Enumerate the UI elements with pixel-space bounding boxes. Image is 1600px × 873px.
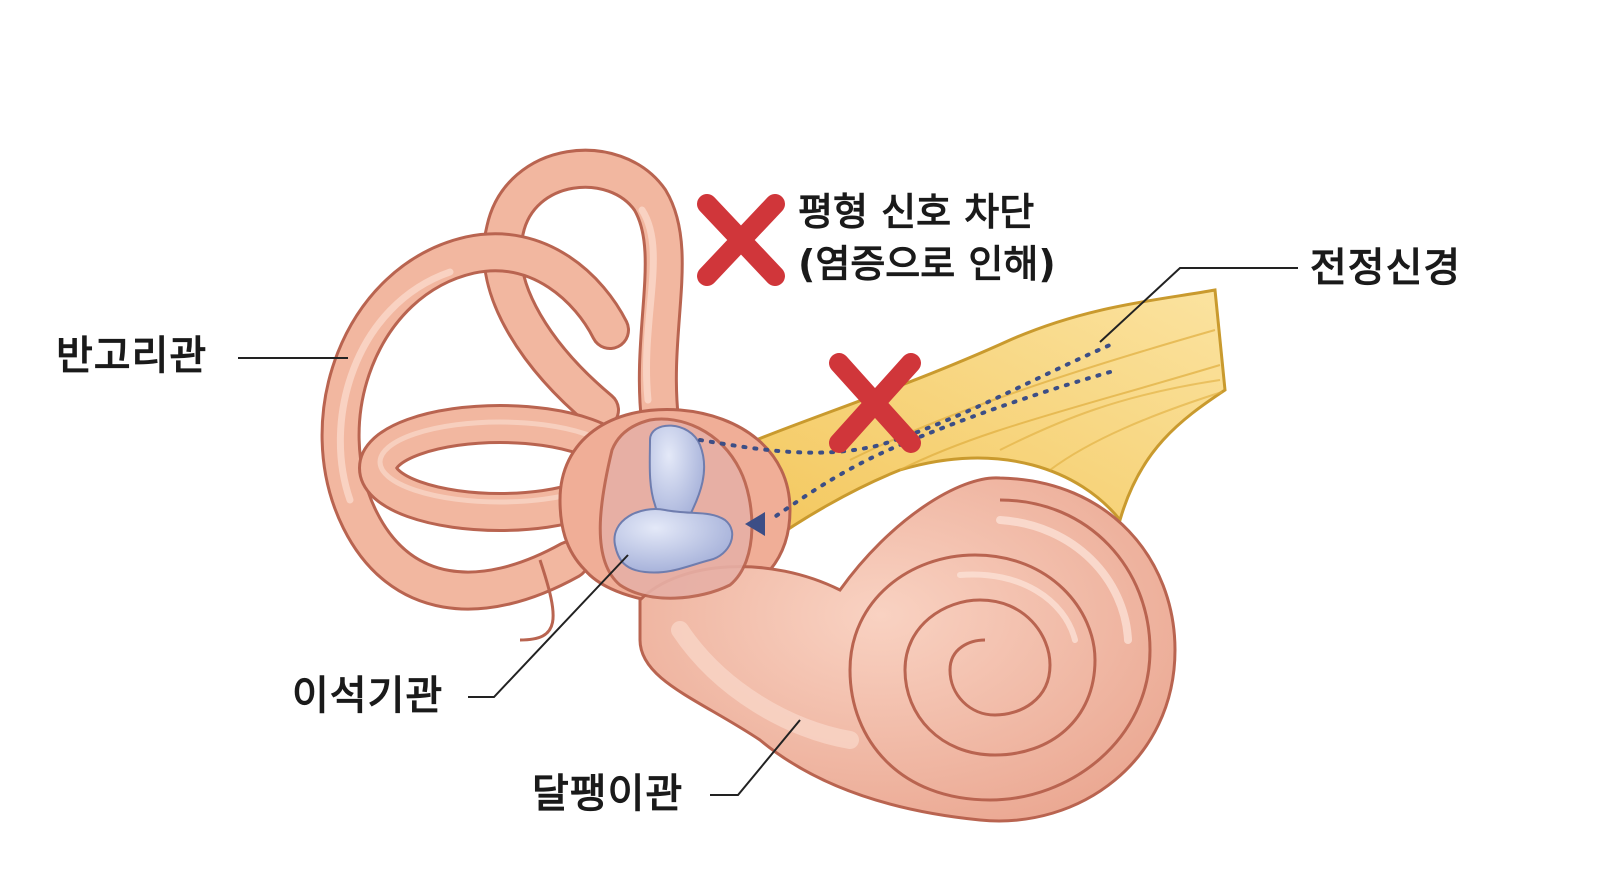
x-mark-icon (697, 194, 785, 286)
signal-block-annotation: 평형 신호 차단 (염증으로 인해) (798, 186, 1056, 290)
annotation-line-2: (염증으로 인해) (798, 242, 1056, 286)
label-semicircular-canals: 반고리관 (56, 333, 208, 379)
leader-vestibular (1099, 267, 1298, 343)
nerve-block-x-icon (829, 353, 921, 453)
cochlea-shape (638, 476, 1177, 823)
otolith-organs-shape (598, 417, 754, 600)
leader-lines (238, 267, 1298, 796)
label-vestibular-nerve: 전정신경 (1310, 245, 1462, 291)
label-otolith-organs: 이석기관 (292, 673, 444, 719)
annotation-line-1: 평형 신호 차단 (798, 190, 1035, 234)
leader-otolith (468, 554, 629, 698)
signal-arrow-icon (745, 512, 765, 536)
label-cochlea: 달팽이관 (532, 771, 684, 817)
leader-cochlea (710, 719, 801, 796)
